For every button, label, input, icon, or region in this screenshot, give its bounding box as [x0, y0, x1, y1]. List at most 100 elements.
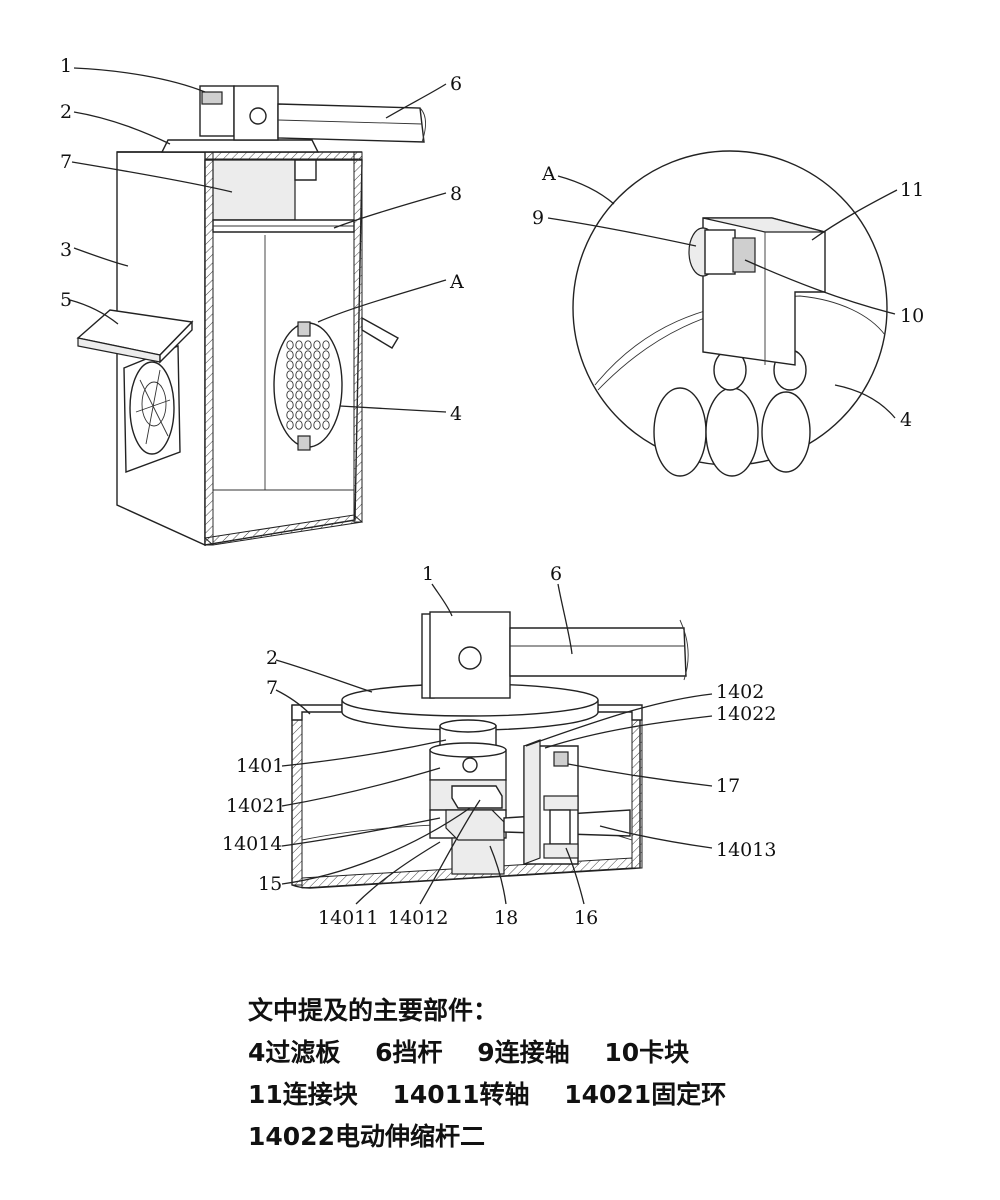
filter-hole	[295, 370, 303, 380]
label-14014: 14014	[222, 833, 282, 855]
rod-6-fig2	[509, 627, 687, 677]
filter-hole	[286, 370, 294, 380]
filter-hole	[295, 420, 303, 430]
label-4: 4	[450, 403, 462, 425]
filter-hole	[322, 410, 330, 420]
filter-hole	[313, 410, 321, 420]
label-16: 16	[574, 907, 598, 929]
filter-hole	[322, 390, 330, 400]
filter-hole	[286, 380, 294, 390]
label-2-fig2: 2	[266, 647, 278, 669]
fan-icon	[123, 344, 181, 473]
label-9: 9	[532, 207, 544, 229]
filter-hole	[286, 400, 294, 410]
legend-row-1: 4过滤板 6挡杆 9连接轴 10卡块	[248, 1032, 948, 1074]
legend-row-3: 14022电动伸缩杆二	[248, 1116, 948, 1158]
label-6: 6	[450, 73, 462, 95]
label-A: A	[449, 271, 464, 293]
label-7-fig2: 7	[266, 677, 278, 699]
filter-hole	[295, 390, 303, 400]
filter-hole	[295, 340, 303, 350]
filter-hole	[322, 380, 330, 390]
label-11: 11	[900, 179, 924, 201]
label-14011: 14011	[318, 907, 378, 929]
label-15: 15	[258, 873, 282, 895]
filter-hole	[304, 380, 312, 390]
filter-hole	[286, 420, 294, 430]
figure-2-drive: 1 6 2 7 1402 14022 1401 14021 17 14014 1…	[222, 563, 776, 929]
filter-hole	[313, 360, 321, 370]
filter-hole	[313, 380, 321, 390]
label-14021: 14021	[226, 795, 286, 817]
filter-hole	[286, 350, 294, 360]
figure-1-housing: 1 2 7 3 5 6 8 A 4	[60, 55, 464, 547]
filter-hole	[304, 390, 312, 400]
legend-item: 10卡块	[604, 1038, 690, 1067]
filter-hole	[286, 360, 294, 370]
legend-title: 文中提及的主要部件：	[248, 996, 499, 1025]
label-2: 2	[60, 101, 72, 123]
filter-hole	[304, 360, 312, 370]
shaft-14011	[451, 837, 505, 875]
label-A-detail: A	[541, 163, 556, 185]
legend-item: 11连接块	[248, 1080, 358, 1109]
filter-hole	[295, 350, 303, 360]
filter-hole	[286, 390, 294, 400]
filter-hole	[295, 400, 303, 410]
filter-hole	[304, 410, 312, 420]
label-6-fig2: 6	[550, 563, 562, 585]
label-5: 5	[60, 289, 72, 311]
label-18: 18	[494, 907, 518, 929]
label-8: 8	[450, 183, 462, 205]
legend-item: 9连接轴	[477, 1038, 570, 1067]
label-1402: 1402	[716, 681, 764, 703]
label-1: 1	[60, 55, 72, 77]
filter-hole	[313, 370, 321, 380]
label-14013: 14013	[716, 839, 776, 861]
filter-hole	[304, 350, 312, 360]
filter-hole	[322, 350, 330, 360]
rod-6	[277, 103, 425, 143]
legend-item: 6挡杆	[375, 1038, 443, 1067]
filter-hole	[322, 400, 330, 410]
block-14012	[451, 785, 503, 809]
filter-hole	[304, 370, 312, 380]
connector-16	[543, 795, 579, 811]
label-7: 7	[60, 151, 72, 173]
filter-hole	[304, 420, 312, 430]
filter-hole	[304, 340, 312, 350]
label-17: 17	[716, 775, 740, 797]
filter-hole	[304, 400, 312, 410]
legend-row-2: 11连接块 14011转轴 14021固定环	[248, 1074, 948, 1116]
legend-item: 14022电动伸缩杆二	[248, 1122, 485, 1151]
label-3: 3	[60, 239, 72, 261]
filter-hole	[295, 380, 303, 390]
label-14022: 14022	[716, 703, 776, 725]
rod-14022	[553, 751, 569, 767]
filter-hole	[313, 390, 321, 400]
label-14012: 14012	[388, 907, 448, 929]
filter-hole	[286, 410, 294, 420]
label-10: 10	[900, 305, 924, 327]
filter-hole	[295, 410, 303, 420]
filter-hole	[295, 360, 303, 370]
clip-10	[732, 237, 756, 273]
parts-legend: 文中提及的主要部件： 4过滤板 6挡杆 9连接轴 10卡块 11连接块 1401…	[248, 990, 948, 1158]
label-1-fig2: 1	[422, 563, 434, 585]
filter-hole	[313, 420, 321, 430]
base-plate-2	[160, 139, 320, 153]
filter-hole	[313, 350, 321, 360]
label-1401: 1401	[236, 755, 284, 777]
filter-hole	[286, 340, 294, 350]
legend-item: 14021固定环	[564, 1080, 727, 1109]
filter-hole	[322, 420, 330, 430]
filter-hole	[322, 370, 330, 380]
filter-hole	[322, 340, 330, 350]
legend-item: 4过滤板	[248, 1038, 341, 1067]
detail-view-A: A 9 11 10 4	[532, 150, 924, 477]
filter-plate-4	[273, 321, 343, 451]
filter-hole	[322, 360, 330, 370]
filter-hole	[313, 340, 321, 350]
legend-item: 14011转轴	[392, 1080, 530, 1109]
